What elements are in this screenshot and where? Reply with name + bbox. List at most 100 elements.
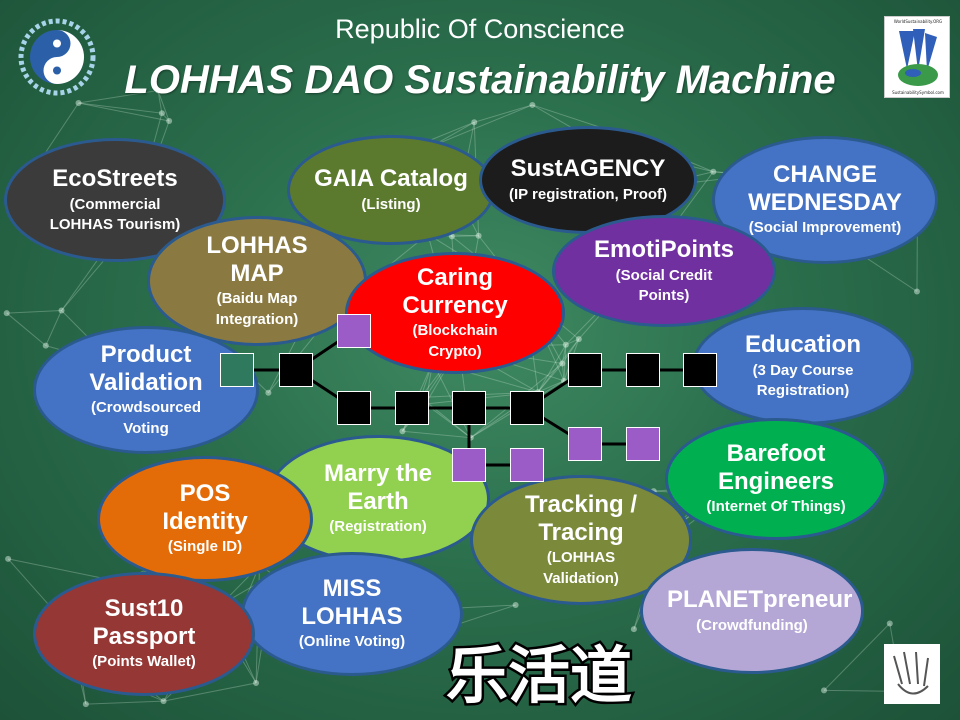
node-name: Barefoot Engineers (717, 440, 835, 495)
node-name: Sust10 Passport (92, 595, 196, 650)
node-name: CHANGE WEDNESDAY (748, 161, 902, 216)
node-name: PLANETpreneur (667, 586, 853, 614)
network-node (562, 341, 569, 348)
chain-block (395, 391, 429, 425)
node-description: (Commercial LOHHAS Tourism) (49, 195, 181, 233)
network-line (6, 312, 47, 346)
node-caring-currency: Caring Currency(Blockchain Crypto) (345, 252, 565, 374)
network-line (161, 112, 170, 122)
network-line (420, 396, 472, 439)
network-line (45, 310, 62, 346)
logo-top-text: WorldSustainability.ORG (893, 19, 943, 24)
network-line (157, 90, 163, 114)
node-education: Education (3 Day Course Registration) (692, 307, 914, 425)
start-block (220, 353, 254, 387)
network-node (42, 342, 49, 349)
node-description: (Crowdsourced Voting (90, 399, 201, 437)
network-line (563, 344, 567, 381)
node-barefoot-engineers: Barefoot Engineers (Internet Of Things) (665, 418, 887, 540)
node-name: LOHHAS MAP (206, 232, 308, 287)
network-node (886, 620, 893, 627)
node-name: SustAGENCY (510, 155, 666, 183)
sustainability-symbol-logo: WorldSustainability.ORG SustainabilitySy… (884, 16, 950, 98)
side-block (626, 427, 660, 461)
node-name: EcoStreets (52, 164, 178, 192)
network-node (3, 310, 10, 317)
network-line (78, 90, 159, 104)
network-node (475, 232, 482, 239)
chinese-caption: 乐活道 (444, 637, 635, 715)
network-line (561, 344, 567, 364)
node-pos-identity: POS Identity (Single ID) (97, 456, 313, 582)
node-description: (Points Wallet) (92, 653, 196, 671)
node-description: (Social Improvement) (748, 219, 902, 237)
node-name: Education (744, 330, 861, 358)
node-description: (IP registration, Proof) (508, 185, 668, 203)
node-description: (Crowdfunding) (696, 616, 808, 634)
node-description: (Online Voting) (298, 633, 406, 651)
node-description: (Baidu Map Integration) (215, 290, 299, 328)
node-description: (Single ID) (167, 538, 243, 556)
network-line (537, 363, 563, 393)
node-name: MISS LOHHAS (301, 575, 403, 630)
network-line (474, 104, 533, 123)
network-node (58, 307, 65, 314)
node-lohhas-map: LOHHAS MAP(Baidu Map Integration) (147, 216, 367, 346)
chain-block (626, 353, 660, 387)
network-node (559, 360, 566, 367)
node-miss-lohhas: MISS LOHHAS (Online Voting) (241, 552, 463, 676)
node-description: (3 Day Course Registration) (752, 361, 854, 399)
node-description: (Blockchain Crypto) (412, 322, 498, 360)
node-emotipoints: EmotiPoints (Social Credit Points) (552, 215, 776, 327)
node-name: EmotiPoints (593, 235, 734, 263)
network-node (399, 428, 406, 435)
side-block (337, 314, 371, 348)
node-description: (Listing) (361, 195, 421, 213)
network-node (529, 101, 536, 108)
node-name: Caring Currency (402, 264, 508, 319)
network-node (5, 555, 12, 562)
chain-block (510, 391, 544, 425)
node-name: GAIA Catalog (314, 165, 468, 193)
network-line (561, 338, 580, 364)
network-node (512, 602, 519, 609)
chain-block (279, 353, 313, 387)
network-line (565, 338, 580, 346)
network-node (160, 698, 167, 705)
network-node (158, 110, 165, 117)
hand-globe-icon (898, 29, 938, 86)
network-line (537, 338, 580, 393)
network-line (425, 403, 472, 439)
node-product-validation: Product Validation(Crowdsourced Voting (33, 326, 259, 454)
page-title: LOHHAS DAO Sustainability Machine (124, 58, 836, 102)
network-node (155, 87, 161, 94)
network-line (85, 700, 164, 705)
network-line (6, 310, 62, 314)
node-name: Tracking / Tracing (524, 491, 638, 546)
node-name: Marry the Earth (323, 460, 433, 515)
network-line (402, 430, 471, 439)
network-line (78, 102, 170, 122)
logo-bottom-text: SustainabilitySymbol.com (892, 90, 944, 95)
chain-block (568, 353, 602, 387)
network-line (78, 102, 162, 114)
node-description: (LOHHAS Validation) (543, 549, 619, 587)
network-node (471, 119, 478, 126)
network-node (166, 118, 173, 125)
hand-sign-icon (884, 644, 940, 704)
node-description: (Social Credit Points) (615, 266, 713, 304)
node-gaia-catalog: GAIA Catalog (Listing) (287, 135, 495, 245)
subtitle: Republic Of Conscience (335, 14, 625, 44)
network-node (821, 687, 828, 694)
node-sust10-passport: Sust10 Passport (Points Wallet) (33, 572, 255, 696)
network-node (575, 336, 582, 343)
network-line (157, 90, 170, 122)
node-name: POS Identity (162, 480, 248, 535)
network-line (860, 253, 918, 292)
node-description: (Internet Of Things) (706, 498, 846, 516)
network-line (561, 363, 565, 381)
network-node (75, 100, 82, 107)
network-line (823, 623, 891, 691)
network-line (537, 344, 567, 393)
